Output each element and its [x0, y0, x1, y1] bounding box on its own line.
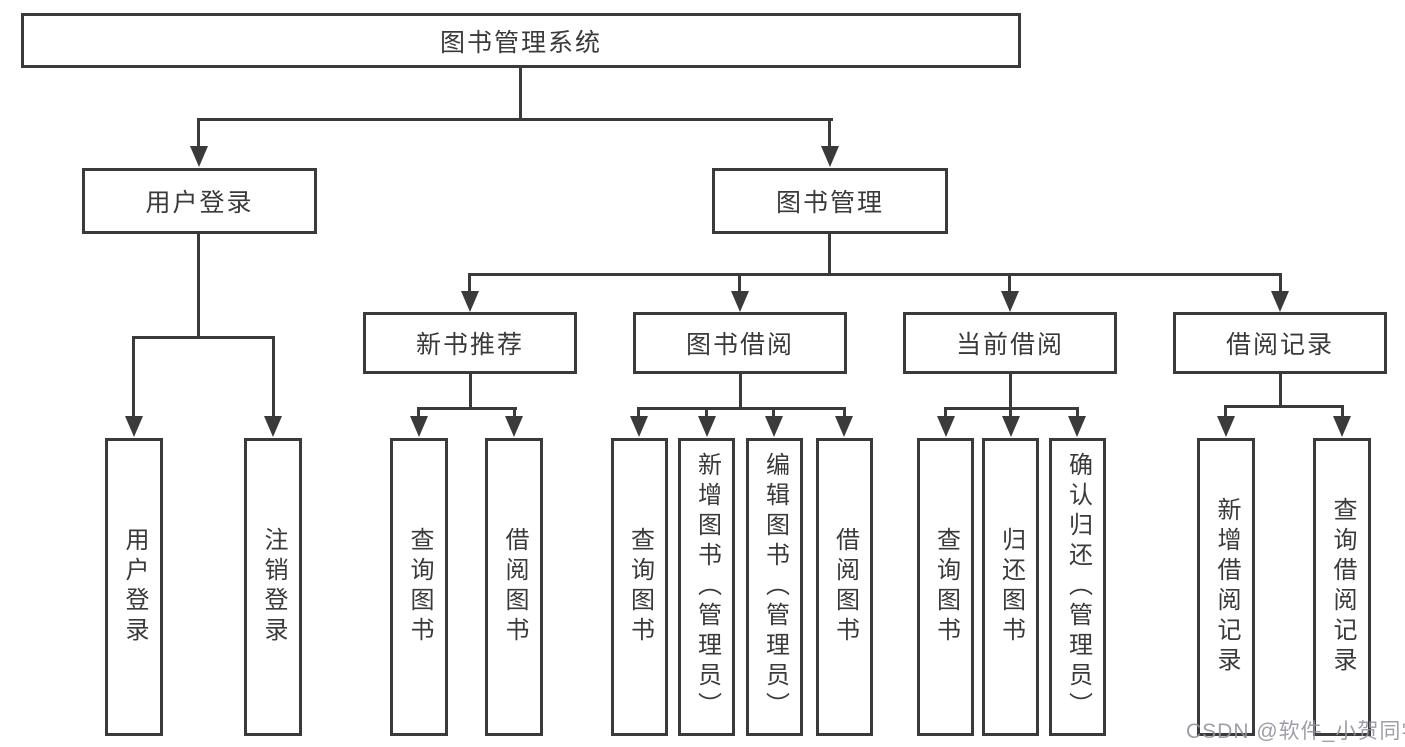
arrow-down-icon	[698, 416, 716, 437]
connector-line	[1224, 405, 1227, 419]
connector-line	[828, 118, 831, 147]
leaf-borrow-books-recommend: 借阅图书	[485, 438, 543, 736]
node-label: 借阅记录	[1225, 331, 1334, 359]
node-label: 新书推荐	[415, 331, 524, 359]
connector-line	[519, 68, 522, 118]
arrow-down-icon	[125, 416, 143, 437]
connector-line	[1279, 273, 1282, 293]
node-label: 用户登录	[145, 189, 254, 217]
node-label: 查询图书	[406, 527, 433, 647]
connector-line	[272, 336, 275, 418]
connector-line	[637, 407, 846, 410]
watermark: CSDN @软件_小贺同学	[1186, 720, 1405, 743]
node-book-borrowing: 图书借阅	[633, 312, 847, 374]
arrow-down-icon	[765, 416, 783, 437]
arrow-down-icon	[630, 416, 648, 437]
arrow-down-icon	[731, 291, 749, 312]
node-label: 当前借阅	[955, 331, 1064, 359]
connector-line	[132, 336, 135, 418]
connector-line	[417, 407, 420, 419]
connector-line	[1279, 374, 1282, 405]
connector-line	[1008, 273, 1011, 293]
arrow-down-icon	[1002, 416, 1020, 437]
connector-line	[828, 234, 831, 273]
connector-line	[1076, 407, 1079, 419]
leaf-add-borrow-record: 新增借阅记录	[1197, 438, 1255, 736]
node-label: 图书管理系统	[439, 28, 602, 57]
connector-line	[513, 407, 516, 419]
connector-line	[1009, 407, 1012, 419]
arrow-down-icon	[1001, 291, 1019, 312]
connector-line	[739, 374, 742, 407]
leaf-query-books-current: 查询图书	[917, 438, 974, 736]
leaf-query-books-recommend: 查询图书	[390, 438, 448, 736]
node-library-management-system: 图书管理系统	[21, 13, 1021, 68]
node-label: 查询图书	[932, 527, 960, 647]
node-current-borrowing: 当前借阅	[903, 312, 1117, 374]
connector-line	[197, 118, 200, 147]
arrow-down-icon	[821, 146, 839, 167]
node-book-management: 图书管理	[712, 168, 948, 234]
node-user-login: 用户登录	[82, 168, 317, 234]
connector-line	[944, 407, 947, 419]
arrow-down-icon	[461, 291, 479, 312]
arrow-down-icon	[1068, 416, 1086, 437]
node-label: 借阅图书	[501, 527, 528, 647]
node-label: 确认归还（管理员）	[1064, 452, 1092, 722]
connector-line	[1341, 405, 1344, 419]
connector-line	[469, 374, 472, 407]
node-new-book-recommendation: 新书推荐	[363, 312, 577, 374]
node-label: 图书借阅	[685, 331, 794, 359]
node-label: 归还图书	[997, 527, 1025, 647]
connector-line	[772, 407, 775, 419]
connector-line	[637, 407, 640, 419]
node-label: 编辑图书（管理员）	[761, 452, 789, 722]
arrow-down-icon	[1217, 416, 1235, 437]
arrow-down-icon	[937, 416, 955, 437]
arrow-down-icon	[1271, 291, 1289, 312]
node-label: 借阅图书	[831, 527, 859, 647]
node-label: 注销登录	[260, 527, 287, 647]
leaf-confirm-return-admin: 确认归还（管理员）	[1049, 438, 1106, 736]
arrow-down-icon	[835, 416, 853, 437]
node-label: 用户登录	[121, 527, 148, 647]
node-label: 查询借阅记录	[1329, 497, 1356, 677]
leaf-user-login: 用户登录	[105, 438, 163, 736]
leaf-query-books-borrow: 查询图书	[611, 438, 668, 736]
connector-line	[738, 273, 741, 293]
connector-line	[197, 234, 200, 336]
node-label: 新增借阅记录	[1213, 497, 1240, 677]
node-borrowing-records: 借阅记录	[1173, 312, 1387, 374]
leaf-add-book-admin: 新增图书（管理员）	[678, 438, 735, 736]
connector-line	[197, 118, 833, 121]
arrow-down-icon	[1333, 416, 1351, 437]
connector-line	[468, 273, 471, 293]
connector-line	[1009, 374, 1012, 407]
node-label: 查询图书	[626, 527, 654, 647]
connector-line	[843, 407, 846, 419]
connector-line	[705, 407, 708, 419]
arrow-down-icon	[264, 416, 282, 437]
node-label: 新增图书（管理员）	[693, 452, 721, 722]
arrow-down-icon	[190, 146, 208, 167]
connector-line	[417, 407, 517, 410]
arrow-down-icon	[505, 416, 523, 437]
leaf-query-borrow-record: 查询借阅记录	[1313, 438, 1371, 736]
leaf-logout: 注销登录	[244, 438, 302, 736]
leaf-return-book: 归还图书	[982, 438, 1039, 736]
connector-line	[132, 336, 275, 339]
node-label: 图书管理	[775, 189, 884, 217]
connector-line	[1224, 405, 1344, 408]
leaf-edit-book-admin: 编辑图书（管理员）	[746, 438, 803, 736]
arrow-down-icon	[410, 416, 428, 437]
leaf-borrow-books: 借阅图书	[816, 438, 873, 736]
connector-line	[468, 273, 1282, 276]
